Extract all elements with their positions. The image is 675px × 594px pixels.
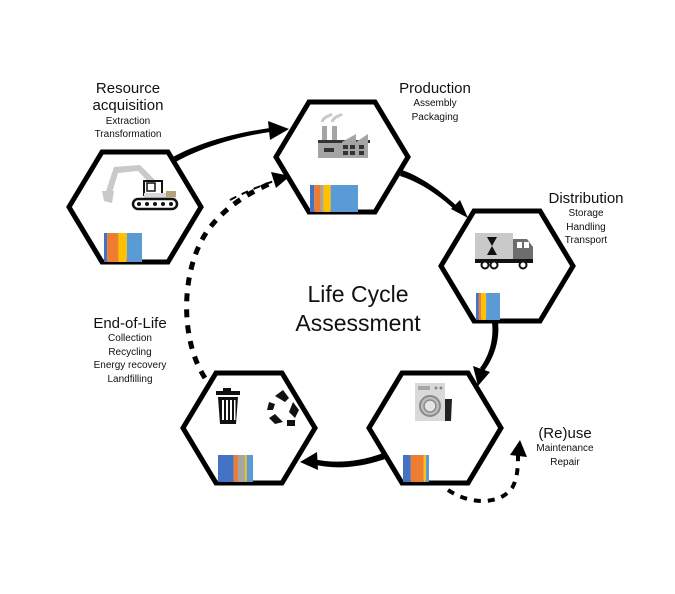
stage-title: acquisition bbox=[92, 97, 164, 115]
impact-bar-segment bbox=[323, 185, 331, 212]
impact-bar-segment bbox=[425, 455, 429, 482]
stage-subitem: Extraction bbox=[105, 115, 151, 127]
impact-bar-segment bbox=[423, 455, 426, 482]
excavator-icon bbox=[102, 165, 179, 211]
center-title: Life Cycle Assessment bbox=[268, 280, 448, 338]
stage-subitem: Collection bbox=[108, 333, 152, 345]
stage-subitem: Landfilling bbox=[107, 373, 153, 385]
stage-subitem: Packaging bbox=[411, 111, 459, 123]
impact-bar-segment bbox=[237, 455, 245, 482]
impact-bar-segment bbox=[104, 233, 108, 262]
arrow-distribution-to-use bbox=[480, 322, 499, 371]
stage-subitem: Handling bbox=[566, 221, 606, 233]
impact-bar-segment bbox=[233, 455, 238, 482]
arrow-distribution-to-use-head bbox=[473, 366, 490, 386]
stage-hexagon-use bbox=[366, 370, 504, 486]
arrow-production-to-distribution-head bbox=[451, 200, 468, 218]
stage-subitem: Storage bbox=[568, 208, 604, 220]
arrow-endoflife-dashed-loop bbox=[184, 177, 279, 380]
trash-can-icon bbox=[216, 388, 240, 424]
impact-bar-segment bbox=[486, 293, 500, 320]
impact-bar-segment bbox=[246, 455, 253, 482]
stage-title: Distribution bbox=[548, 190, 624, 207]
stage-subitem: Energy recovery bbox=[93, 360, 167, 372]
impact-bar-segment bbox=[314, 185, 321, 212]
impact-bar-segment bbox=[478, 293, 482, 320]
stage-label-distribution: Distribution Storage Handling Transport bbox=[526, 190, 646, 248]
recycle-icon bbox=[267, 390, 299, 426]
impact-bar-segment bbox=[126, 233, 142, 262]
impact-bar-segment bbox=[476, 293, 479, 320]
arrow-endoflife-dashed-thin bbox=[229, 180, 275, 201]
stage-subitem: Recycling bbox=[108, 346, 152, 358]
impact-bar-segment bbox=[218, 455, 234, 482]
factory-icon bbox=[318, 112, 370, 158]
stage-subitem: Assembly bbox=[413, 98, 457, 110]
stage-hexagon-distribution bbox=[438, 208, 576, 324]
stage-label-end-of-life: End-of-Life Collection Recycling Energy … bbox=[70, 315, 190, 386]
stage-subitem: Transport bbox=[564, 235, 608, 247]
center-title-line2: Assessment bbox=[295, 309, 421, 336]
impact-bar-segment bbox=[320, 185, 324, 212]
hexagon-outline bbox=[438, 208, 576, 324]
stage-label-resource: Resource acquisition Extraction Transfor… bbox=[68, 80, 188, 142]
stage-subitem: Repair bbox=[550, 456, 580, 468]
impact-bar-segment bbox=[310, 185, 315, 212]
stage-title: Production bbox=[399, 80, 471, 97]
stage-title: Resource bbox=[95, 80, 161, 97]
impact-bar-segment bbox=[244, 455, 247, 482]
impact-bar-segment bbox=[107, 233, 119, 262]
stage-title: (Re)use bbox=[538, 425, 592, 442]
truck-icon bbox=[475, 233, 533, 270]
stage-title: End-of-Life bbox=[93, 315, 167, 332]
stage-label-use: (Re)use Maintenance Repair bbox=[510, 425, 620, 469]
arrow-production-to-distribution bbox=[400, 170, 458, 210]
arrow-use-to-endoflife bbox=[312, 452, 388, 468]
impact-bar-segment bbox=[410, 455, 424, 482]
arrow-resource-to-production-head bbox=[268, 121, 289, 140]
stage-hexagon-end-of-life bbox=[180, 370, 318, 486]
hexagon-outline bbox=[180, 370, 318, 486]
arrow-resource-to-production bbox=[171, 128, 270, 164]
arrow-reuse-dashed-head bbox=[510, 440, 527, 457]
impact-bar-segment bbox=[330, 185, 358, 212]
washing-machine-icon bbox=[415, 383, 452, 421]
impact-bar-segment bbox=[403, 455, 411, 482]
arrow-reuse-dashed-loop bbox=[446, 451, 520, 503]
stage-label-production: Production Assembly Packaging bbox=[375, 80, 495, 124]
impact-bar-segment bbox=[118, 233, 127, 262]
arrow-use-to-endoflife-head bbox=[300, 452, 318, 470]
stage-subitem: Transformation bbox=[94, 129, 162, 140]
hexagon-outline bbox=[366, 370, 504, 486]
impact-bar-segment bbox=[481, 293, 487, 320]
center-title-line1: Life Cycle bbox=[307, 281, 409, 307]
stage-subitem: Maintenance bbox=[536, 443, 594, 455]
flow-arrows bbox=[171, 121, 527, 503]
